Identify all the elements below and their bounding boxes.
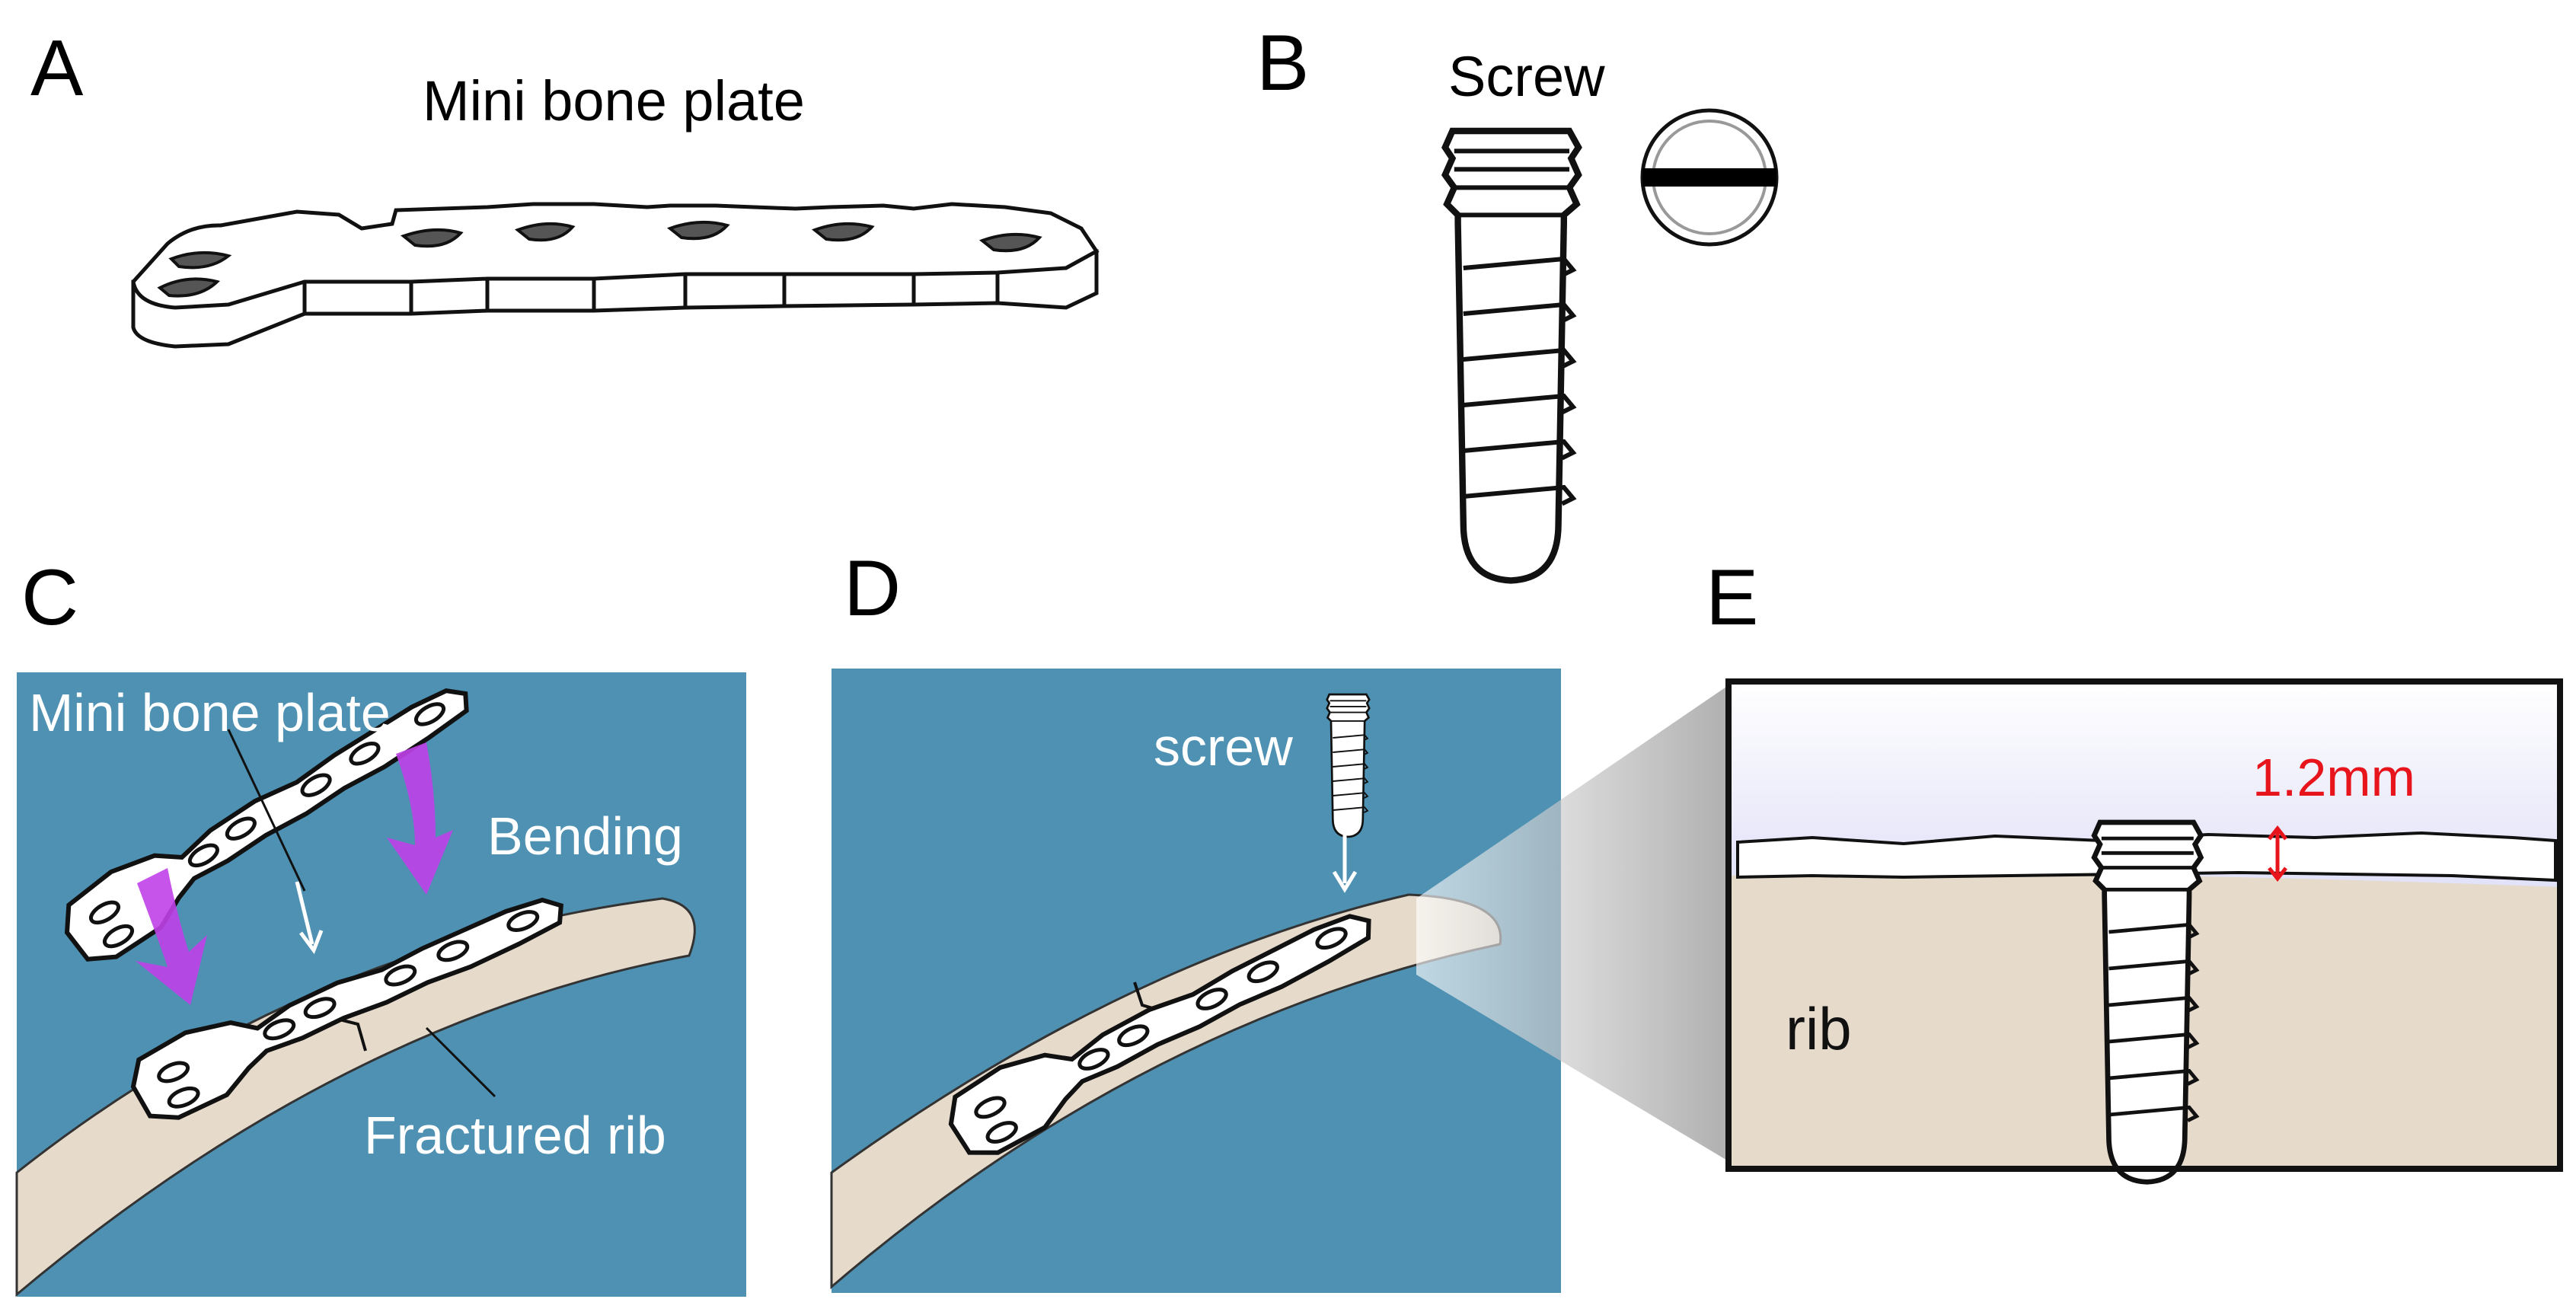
panel-e-border [1725, 678, 2563, 1172]
down-arrowhead-d [1332, 870, 1358, 893]
panel-c-rib-label: Fractured rib [364, 1106, 666, 1165]
panel-e-letter: E [1706, 554, 1758, 642]
measurement-label: 1.2mm [2252, 748, 2415, 807]
down-arrow-c [295, 881, 314, 945]
panel-a-caption: Mini bone plate [423, 69, 805, 132]
panel-d-letter: D [844, 544, 901, 633]
rib-leader-line [425, 1026, 496, 1098]
panel-b: B Screw [1256, 19, 1779, 580]
screw-head-top-view [1640, 108, 1779, 247]
panel-a-letter: A [30, 24, 84, 113]
measure-arrowheads [2268, 825, 2287, 883]
zoom-wedge [1416, 685, 1729, 1161]
panel-c-plate-label: Mini bone plate [29, 683, 391, 742]
panel-c: C Mini bone plate Bending Fractured rib [15, 554, 746, 1297]
screw-d [1326, 693, 1371, 838]
panel-e: E 1.2mm rib [1706, 554, 2563, 1182]
screw-e [2094, 822, 2201, 1182]
panel-e-rib-label: rib [1786, 995, 1852, 1062]
plate-leader-line [227, 729, 306, 892]
bending-arrow-right [387, 742, 453, 895]
panel-b-letter: B [1256, 19, 1309, 107]
panel-b-caption: Screw [1448, 45, 1605, 108]
panel-c-letter: C [21, 554, 78, 642]
panel-a: A Mini bone plate [30, 24, 1100, 349]
screw-side-view [1445, 131, 1578, 580]
panel-c-bending-label: Bending [487, 806, 683, 866]
down-arrowhead-c [298, 930, 324, 955]
panel-d-screw-label: screw [1154, 717, 1293, 777]
bending-arrow-left [136, 868, 207, 1005]
bone-plate-illustration [131, 202, 1100, 349]
